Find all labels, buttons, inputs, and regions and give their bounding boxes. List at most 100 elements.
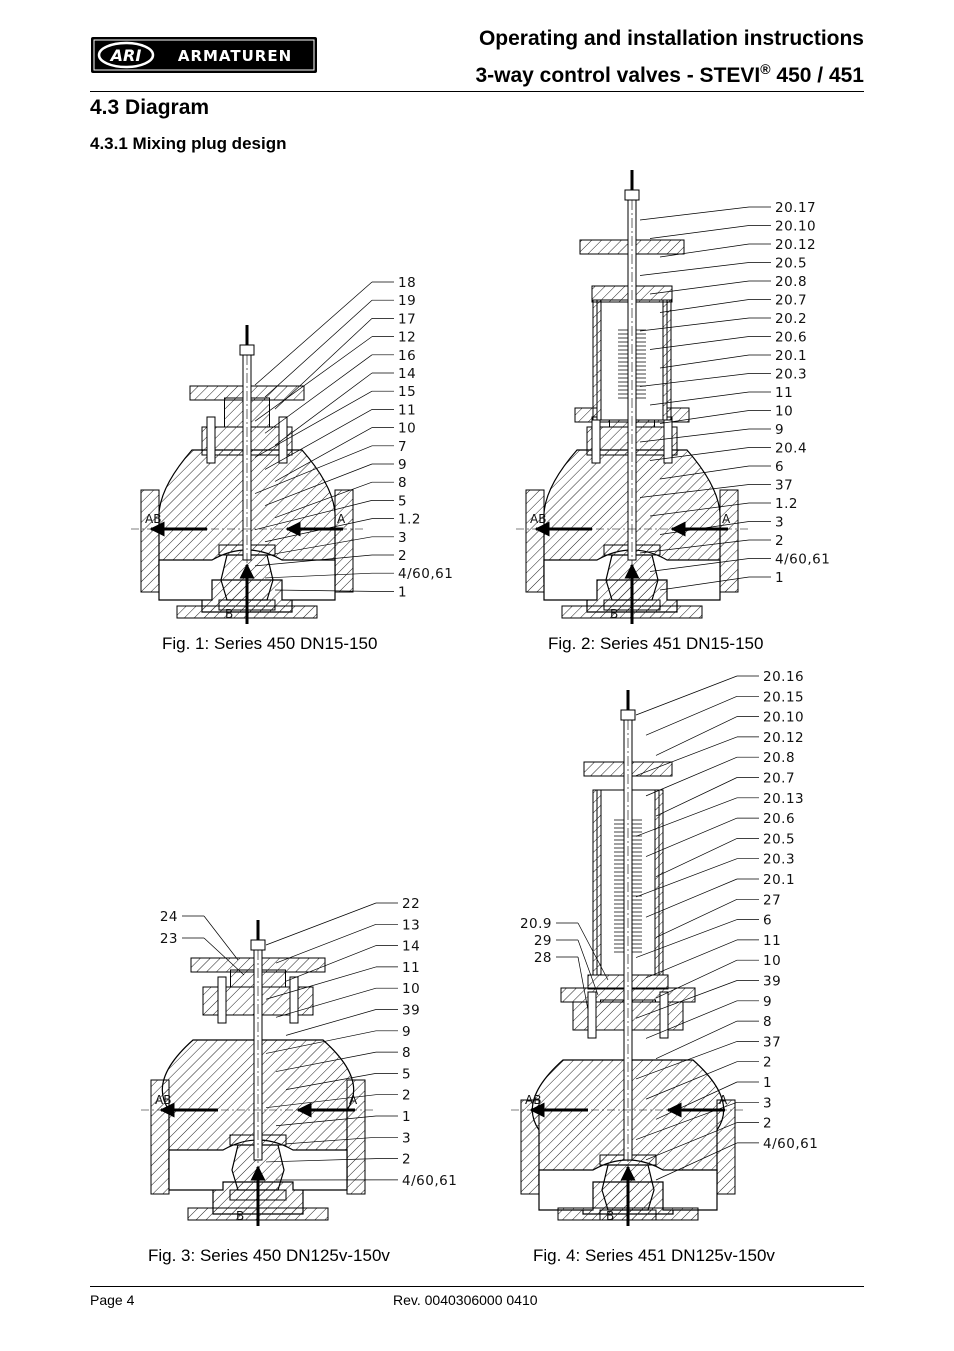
- leader-line: [285, 1009, 377, 1036]
- leader-line: [649, 336, 750, 350]
- leader-line: [639, 428, 750, 443]
- part-label: 2: [763, 1116, 772, 1132]
- leader-line: [659, 410, 750, 424]
- part-label: 14: [402, 939, 420, 955]
- stud-right: [663, 416, 673, 464]
- leader-line: [645, 756, 738, 797]
- flow-label-ab: AB: [145, 512, 161, 526]
- part-label: 11: [763, 933, 781, 949]
- part-label: 20.13: [763, 791, 804, 807]
- flow-label-b: B: [236, 1209, 244, 1223]
- leader-line: [645, 1122, 738, 1161]
- leader-line: [254, 500, 373, 531]
- part-label: 10: [402, 981, 420, 997]
- housing-wall-right: [654, 789, 664, 976]
- leader-line: [635, 1101, 738, 1140]
- section-heading: 4.3 Diagram: [90, 96, 210, 119]
- part-label: 20.6: [775, 330, 807, 346]
- footer-rule: [90, 1286, 864, 1287]
- leader-line: [264, 463, 373, 506]
- figure-1-caption: Fig. 1: Series 450 DN15-150: [162, 634, 378, 653]
- stem-nut: [624, 189, 640, 201]
- leader-line: [655, 777, 738, 817]
- stud-right: [289, 976, 299, 1024]
- leader-line: [265, 902, 377, 946]
- leader-line: [649, 558, 750, 572]
- part-label: 11: [398, 402, 416, 418]
- part-label: 2: [763, 1055, 772, 1071]
- part-label: 1: [775, 570, 784, 586]
- part-label: 8: [402, 1045, 411, 1061]
- leader-line: [639, 539, 750, 554]
- part-label: 39: [402, 1003, 420, 1019]
- leader-line: [639, 206, 750, 221]
- figure-2-caption: Fig. 2: Series 451 DN15-150: [548, 634, 764, 653]
- leader-line: [274, 318, 373, 410]
- leader-line: [655, 716, 738, 756]
- part-label: 10: [398, 421, 416, 437]
- flow-label-a: A: [722, 512, 731, 526]
- leader-line: [275, 923, 377, 964]
- part-label: 3: [402, 1130, 411, 1146]
- stud-left: [217, 976, 227, 1024]
- leader-line: [264, 299, 373, 398]
- part-label: 20.5: [763, 831, 795, 847]
- part-label: 2: [398, 548, 407, 564]
- part-label: 29: [534, 933, 552, 949]
- part-label: 10: [775, 404, 793, 420]
- part-label: 8: [398, 475, 407, 491]
- leader-line: [655, 898, 738, 938]
- stud-left: [591, 416, 601, 464]
- leader-line: [275, 1115, 377, 1127]
- leader-line: [264, 572, 373, 579]
- part-label: 20.2: [775, 311, 807, 327]
- leader-line: [645, 817, 738, 857]
- part-label: 20.9: [520, 916, 552, 932]
- part-label: 4/60,61: [775, 552, 830, 568]
- part-label: 1: [398, 584, 407, 600]
- leader-line: [275, 987, 377, 1018]
- part-label: 6: [763, 913, 772, 929]
- leader-line: [635, 858, 738, 898]
- part-label: 5: [402, 1066, 411, 1082]
- stem-nut: [620, 709, 636, 721]
- part-label: 20.8: [775, 274, 807, 290]
- leader-line: [659, 465, 750, 480]
- part-label: 4/60,61: [398, 566, 453, 582]
- part-label: 20.7: [763, 771, 795, 787]
- leader-line: [645, 878, 738, 918]
- part-label: 20.4: [775, 441, 807, 457]
- part-label: 18: [398, 275, 416, 291]
- leader-line: [254, 445, 373, 494]
- housing-wall-left: [592, 789, 602, 976]
- leader-line: [635, 736, 738, 776]
- title-line-1: Operating and installation instructions: [478, 27, 864, 50]
- part-label: 9: [398, 457, 407, 473]
- part-label: 28: [534, 950, 552, 966]
- leader-line: [577, 956, 589, 1011]
- part-label: 3: [763, 1095, 772, 1111]
- part-label: 20.16: [763, 669, 804, 685]
- leader-line: [639, 262, 750, 276]
- inlet-flange-right: [334, 489, 354, 593]
- part-label: 20.6: [763, 811, 795, 827]
- part-label: 9: [402, 1024, 411, 1040]
- leader-line: [645, 695, 738, 736]
- stem-nut: [250, 939, 266, 951]
- leader-line: [645, 1061, 738, 1100]
- stud-left: [206, 416, 216, 464]
- leader-line: [659, 299, 750, 313]
- leader-line: [203, 915, 239, 961]
- part-label: 20.15: [763, 689, 804, 705]
- leader-line: [655, 838, 738, 878]
- leader-line: [275, 1051, 377, 1072]
- leader-line: [645, 1000, 738, 1039]
- leader-line: [655, 1020, 738, 1060]
- part-label: 8: [763, 1014, 772, 1030]
- part-label: 22: [402, 896, 420, 912]
- part-label: 5: [398, 493, 407, 509]
- part-label: 1: [763, 1075, 772, 1091]
- part-label: 3: [775, 515, 784, 531]
